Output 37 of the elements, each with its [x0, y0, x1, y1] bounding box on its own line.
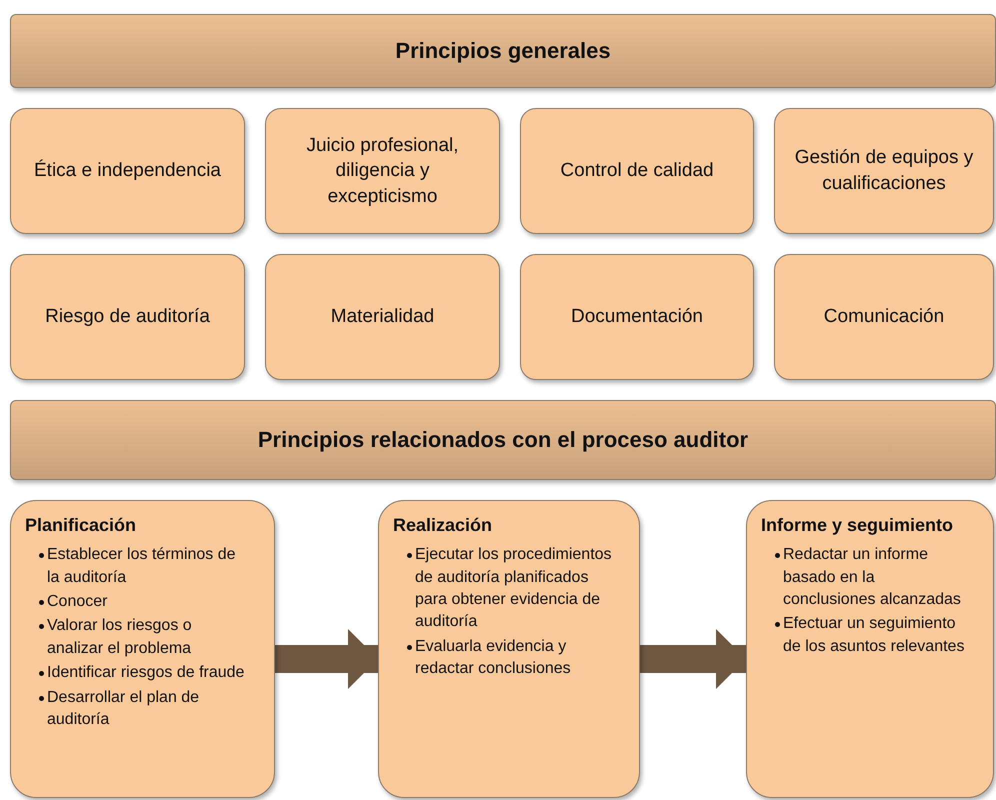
principle-box — [774, 254, 994, 380]
principle-label: Comunicación — [824, 305, 944, 330]
banner-title: Principios generales — [395, 37, 611, 66]
stage-heading: Informe y seguimiento — [761, 514, 954, 537]
bullet-text: Efectuar un seguimiento de los asuntos relevantes — [783, 615, 964, 655]
principle-box — [520, 108, 754, 234]
principle-label: Ética e independencia — [34, 158, 221, 184]
principle-box — [10, 254, 245, 380]
principle-label: Documentación — [570, 305, 704, 330]
principle-label: Riesgo de auditoría — [45, 305, 210, 330]
stage-card — [378, 500, 640, 798]
principle-box — [774, 108, 994, 234]
principle-label: Control de calidad — [560, 159, 714, 184]
block-arrow — [275, 629, 378, 689]
bullet-text: Evaluarla evidencia y redactar conclusiones — [415, 638, 571, 678]
stage-heading: Realización — [393, 514, 494, 537]
bullet-text: Identificar riesgos de fraude — [47, 664, 244, 682]
banner-title: Principios relacionados con el proceso auditor — [258, 426, 748, 454]
block-arrow — [640, 629, 746, 689]
bullet-text: Desarrollar el plan de auditoría — [47, 688, 200, 728]
stage-card — [10, 500, 275, 798]
principle-box — [520, 254, 754, 380]
bullet-text: Conocer — [47, 592, 108, 610]
bullet-text: Valorar los riesgos o analizar el problema — [47, 617, 192, 657]
bullet-text: Redactar un informe basado en la conclusiones alcanzadas — [783, 546, 961, 608]
principle-box — [265, 108, 500, 234]
section-banner — [10, 400, 996, 480]
principle-label: Juicio profesional, diligencia y excepticismo — [305, 134, 460, 209]
principle-label: Gestión de equipos y cualificaciones — [794, 146, 974, 196]
bullet-text: Establecer los términos de la auditoría — [47, 546, 236, 586]
principle-box — [265, 254, 500, 380]
stage-card — [746, 500, 994, 798]
principle-box — [10, 108, 245, 234]
bullet-text: Ejecutar los procedimientos de auditoría planificados para obtener evidencia de auditoría — [415, 546, 612, 630]
principle-label: Materialidad — [330, 305, 434, 330]
stage-heading: Planificación — [25, 514, 138, 537]
section-banner — [10, 14, 996, 88]
